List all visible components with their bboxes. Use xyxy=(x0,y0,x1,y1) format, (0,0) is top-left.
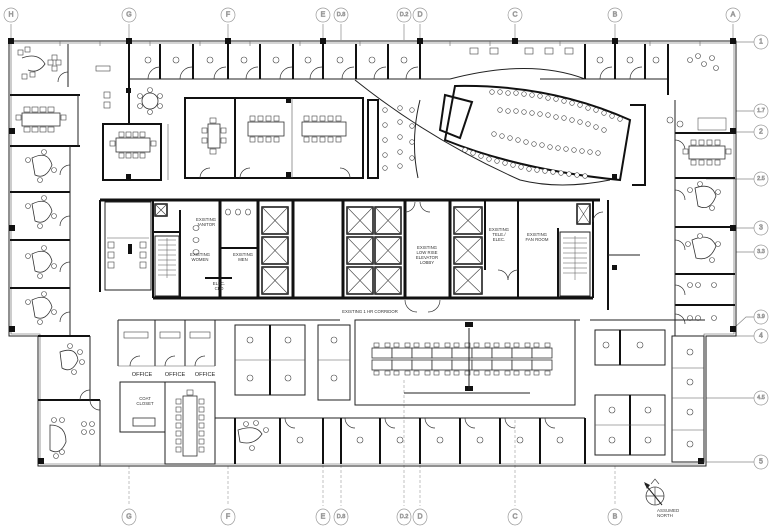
svg-text:EXISTING: EXISTING xyxy=(417,245,438,250)
grid-bubble-D-bottom: D xyxy=(412,508,428,526)
grid-bubble-C-bottom: C xyxy=(507,508,523,526)
svg-text:E: E xyxy=(321,514,326,521)
lower-zone: OFFICE OFFICE OFFICE COAT CLOSET xyxy=(117,319,705,465)
grid-bubble-F: F xyxy=(220,7,236,23)
grid-bubble-D8-bottom: D.8 xyxy=(333,508,349,526)
svg-text:ELEC.: ELEC. xyxy=(213,281,225,286)
building-core xyxy=(99,198,640,313)
svg-text:D: D xyxy=(417,12,422,19)
svg-text:ELEVATOR: ELEVATOR xyxy=(416,255,438,260)
svg-text:FAN ROOM: FAN ROOM xyxy=(526,237,549,242)
lower-left-offices xyxy=(38,335,101,466)
grid-bubble-D: D xyxy=(412,7,428,23)
svg-text:3.3: 3.3 xyxy=(757,249,765,255)
svg-text:WOMEN: WOMEN xyxy=(192,257,209,262)
svg-text:EXISTING: EXISTING xyxy=(527,232,548,237)
kitchenette xyxy=(104,201,152,291)
svg-text:4.5: 4.5 xyxy=(757,395,765,401)
svg-text:1.7: 1.7 xyxy=(757,108,765,114)
grid-bubble-D2: D.2 xyxy=(396,7,412,23)
grid-bubble-B: B xyxy=(607,7,623,23)
grid-bubble-E: E xyxy=(315,7,331,23)
grid-bubble-A: A xyxy=(725,7,741,23)
grid-bubble-C: C xyxy=(507,7,523,23)
grid-bubble-D8: D.8 xyxy=(333,7,349,23)
grid-bubble-G: G xyxy=(121,7,137,23)
core-labels: EXISTING JANITOR EXISTING WOMEN EXISTING… xyxy=(190,217,549,314)
svg-text:EXISTING 1 HR CORRIDOR: EXISTING 1 HR CORRIDOR xyxy=(342,309,398,314)
grid-bubble-1: 1 xyxy=(753,34,769,50)
svg-text:H: H xyxy=(8,12,13,19)
grid-bubble-3-9: 3.9 xyxy=(753,309,769,325)
svg-text:B: B xyxy=(613,514,618,521)
svg-text:EXISTING: EXISTING xyxy=(196,217,217,222)
svg-text:ELEC.: ELEC. xyxy=(493,237,505,242)
svg-text:A: A xyxy=(731,12,736,19)
svg-text:2.5: 2.5 xyxy=(757,176,765,182)
grid-bubble-H: H xyxy=(3,7,19,23)
elevators xyxy=(261,206,483,295)
svg-text:EXISTING: EXISTING xyxy=(190,252,211,257)
grid-bubble-D2-bottom: D.2 xyxy=(396,508,412,526)
svg-text:LOBBY: LOBBY xyxy=(420,260,434,265)
svg-text:F: F xyxy=(226,12,230,19)
grid-bubble-3: 3 xyxy=(753,220,769,236)
svg-text:ASSUMED: ASSUMED xyxy=(657,508,680,513)
svg-text:COAT: COAT xyxy=(139,396,151,401)
svg-text:D.8: D.8 xyxy=(337,514,346,520)
grid-bubble-B-bottom: B xyxy=(607,508,623,526)
grid-bubble-2-5: 2.5 xyxy=(753,171,769,187)
svg-text:OFFICE: OFFICE xyxy=(165,372,186,378)
svg-text:TELE./: TELE./ xyxy=(492,232,506,237)
svg-text:EXISTING: EXISTING xyxy=(233,252,254,257)
svg-text:2: 2 xyxy=(759,129,763,136)
grid-bubbles-top: H G F E D.8 D.2 D C B A xyxy=(3,7,741,23)
svg-text:4: 4 xyxy=(759,333,763,340)
upper-left-interior xyxy=(95,44,169,181)
svg-text:G: G xyxy=(126,514,131,521)
svg-text:F: F xyxy=(226,514,230,521)
grid-bubbles-right: 1 1.7 2 2.5 3 3.3 3.9 4 4.5 5 xyxy=(753,34,769,470)
svg-text:LOW RISE: LOW RISE xyxy=(416,250,437,255)
svg-text:D.2: D.2 xyxy=(400,12,409,18)
grid-bubble-2: 2 xyxy=(753,124,769,140)
grid-lines xyxy=(10,24,754,506)
svg-text:E: E xyxy=(321,12,326,19)
svg-text:OFFICE: OFFICE xyxy=(195,372,216,378)
grid-bubble-5: 5 xyxy=(753,454,769,470)
svg-text:5: 5 xyxy=(759,459,763,466)
grid-bubbles-bottom: G F E D.8 D.2 D C B xyxy=(121,508,623,526)
svg-text:3: 3 xyxy=(759,225,763,232)
left-perimeter-offices xyxy=(10,44,80,336)
top-office-row xyxy=(130,44,669,95)
grid-bubble-1-7: 1.7 xyxy=(753,103,769,119)
svg-text:CLOSET: CLOSET xyxy=(136,401,154,406)
svg-text:3.9: 3.9 xyxy=(757,314,765,320)
grid-bubble-4: 4 xyxy=(753,328,769,344)
svg-text:NORTH: NORTH xyxy=(657,513,673,518)
svg-text:C: C xyxy=(512,12,517,19)
grid-bubble-F-bottom: F xyxy=(220,508,236,526)
svg-text:MEN: MEN xyxy=(238,257,248,262)
svg-text:B: B xyxy=(613,12,618,19)
svg-text:D.8: D.8 xyxy=(337,12,346,18)
svg-text:C: C xyxy=(512,514,517,521)
svg-text:G: G xyxy=(126,12,131,19)
svg-text:EXISTING: EXISTING xyxy=(489,227,510,232)
svg-text:1: 1 xyxy=(759,39,763,46)
grid-bubble-G-bottom: G xyxy=(121,508,137,526)
grid-bubble-E-bottom: E xyxy=(315,508,331,526)
top-middle-conference xyxy=(184,97,364,179)
svg-text:JANITOR: JANITOR xyxy=(197,222,215,227)
svg-text:D.2: D.2 xyxy=(400,514,409,520)
auditorium xyxy=(354,79,646,186)
north-arrow-icon: ASSUMED NORTH xyxy=(644,478,680,518)
grid-bubble-3-3: 3.3 xyxy=(753,244,769,260)
right-perimeter-offices xyxy=(666,53,735,336)
svg-text:D: D xyxy=(417,514,422,521)
svg-text:OFFICE: OFFICE xyxy=(132,372,153,378)
grid-bubble-4-5: 4.5 xyxy=(753,390,769,406)
svg-text:CLO: CLO xyxy=(215,286,224,291)
